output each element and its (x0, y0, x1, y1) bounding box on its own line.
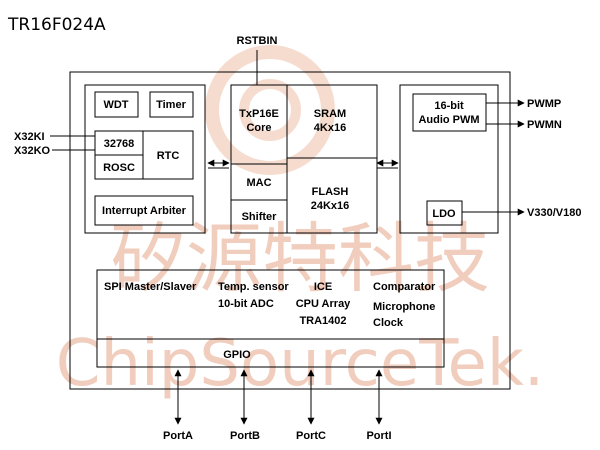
peripheral-group-box (84, 84, 206, 234)
sram-label-line1: SRAM (314, 108, 346, 120)
adc-label: 10-bit ADC (218, 298, 274, 310)
pin-rstbin-label: RSTBIN (237, 35, 278, 47)
pin-pwmp-label: PWMP (527, 98, 561, 110)
pin-x32ki-label: X32KI (14, 131, 45, 143)
ldo-label: LDO (432, 208, 456, 220)
interrupt-arbiter-block (94, 195, 194, 226)
watermark-chinese: 矽源特科技 (110, 214, 490, 303)
audio-pwm-block (412, 93, 487, 132)
porti-label: PortI (366, 430, 391, 442)
porta-label: PortA (163, 430, 193, 442)
core-label-line2: Core (246, 122, 271, 134)
comparator-label: Comparator (373, 281, 436, 293)
tra1402-label: TRA1402 (299, 315, 346, 327)
audio-pwm-label-line2: Audio PWM (418, 114, 479, 126)
temp-sensor-label: Temp. sensor (218, 281, 289, 293)
flash-label-line2: 24Kx16 (311, 200, 350, 212)
wdt-block (94, 91, 139, 118)
rtc-label: RTC (157, 150, 180, 162)
audio-pwm-label-line1: 16-bit (434, 100, 464, 112)
double-arrow-left (207, 159, 230, 169)
spi-label: SPI Master/Slaver (104, 281, 197, 293)
bottom-peripheral-block (96, 269, 445, 368)
pin-v330-label: V330/V180 (527, 207, 581, 219)
chip-outline (69, 71, 511, 390)
sram-label-line2: 4Kx16 (314, 122, 346, 134)
pin-pwmn-label: PWMN (527, 119, 562, 131)
mac-label: MAC (246, 177, 271, 189)
analog-group-box (399, 84, 499, 234)
portb-label: PortB (230, 430, 260, 442)
wdt-label: WDT (103, 99, 128, 111)
interrupt-arbiter-label: Interrupt Arbiter (102, 205, 187, 217)
pin-x32ko-label: X32KO (14, 145, 51, 157)
osc-32768-label: 32768 (104, 138, 135, 150)
cpu-memory-block (230, 84, 378, 234)
rosc-label: ROSC (103, 162, 135, 174)
clock-label: Clock (373, 317, 404, 329)
ice-label: ICE (314, 281, 332, 293)
flash-label-line1: FLASH (312, 186, 349, 198)
timer-block (149, 91, 194, 118)
double-arrow-right (376, 159, 399, 169)
ldo-block (426, 200, 463, 226)
microphone-label: Microphone (373, 301, 435, 313)
cpu-array-label: CPU Array (296, 298, 351, 310)
gpio-label: GPIO (223, 349, 251, 361)
chip-title: TR16F024A (7, 15, 106, 35)
core-label-line1: TxP16E (239, 108, 279, 120)
shifter-label: Shifter (242, 211, 278, 223)
timer-label: Timer (156, 99, 186, 111)
portc-label: PortC (296, 430, 326, 442)
